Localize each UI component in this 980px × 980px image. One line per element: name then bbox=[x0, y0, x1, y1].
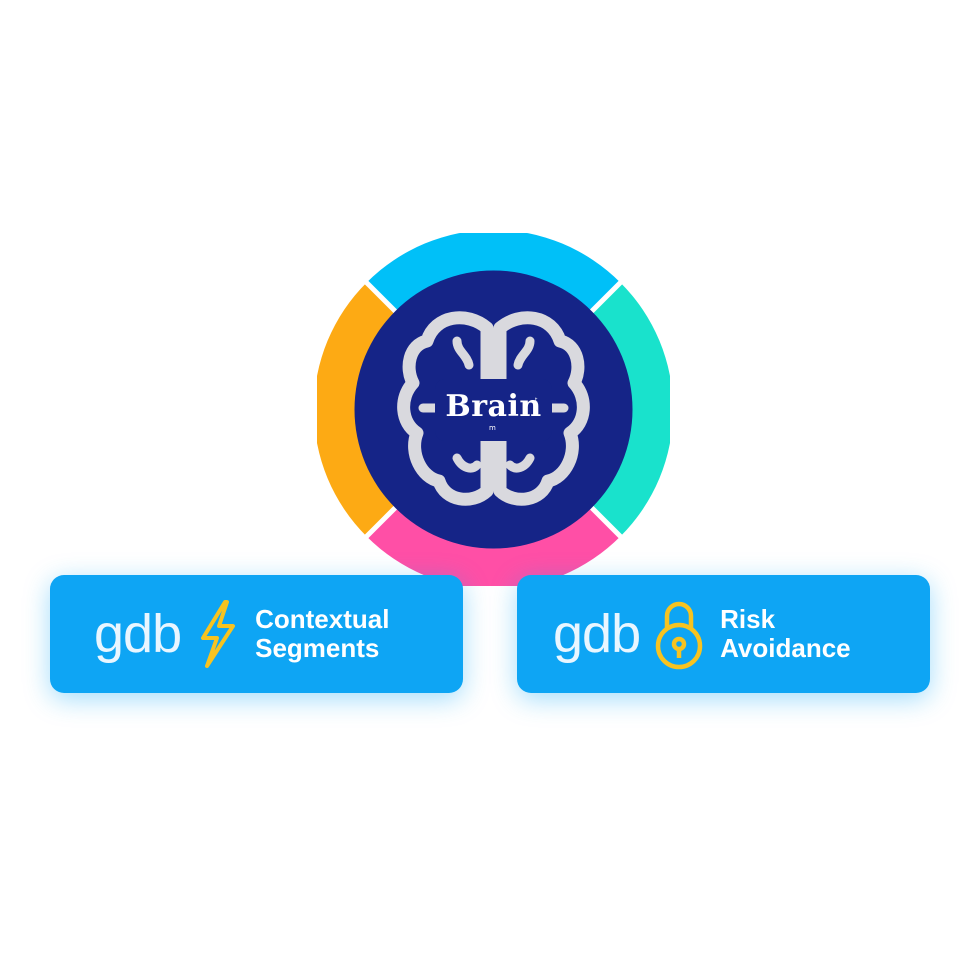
ring-separators bbox=[362, 278, 625, 541]
brain-text-panel bbox=[435, 379, 552, 441]
lightning-icon bbox=[201, 600, 236, 668]
card-label-line2: Segments bbox=[255, 633, 380, 663]
padlock-icon bbox=[655, 601, 703, 670]
hub-ring-graphic bbox=[317, 233, 670, 586]
card-label-line2: Avoidance bbox=[720, 633, 851, 663]
card-label-line1: Risk bbox=[720, 604, 776, 634]
card-label-line1: Contextual bbox=[255, 604, 390, 634]
risk-avoidance-card: gdb Risk Avoidance bbox=[517, 575, 930, 693]
brain-icon bbox=[397, 311, 590, 506]
brain-hub-logo: Brain t m bbox=[317, 233, 670, 586]
brain-wordmark-superscript: t bbox=[535, 397, 538, 404]
brain-wordmark: Brain bbox=[445, 389, 542, 424]
gdb-logo-text: gdb bbox=[94, 604, 182, 664]
contextual-segments-label: Contextual Segments bbox=[255, 605, 389, 663]
contextual-segments-card: gdb Contextual Segments bbox=[50, 575, 463, 693]
brain-wordmark-subscript: m bbox=[489, 424, 496, 432]
risk-avoidance-label: Risk Avoidance bbox=[720, 605, 851, 663]
gdb-logo-text: gdb bbox=[553, 604, 641, 664]
